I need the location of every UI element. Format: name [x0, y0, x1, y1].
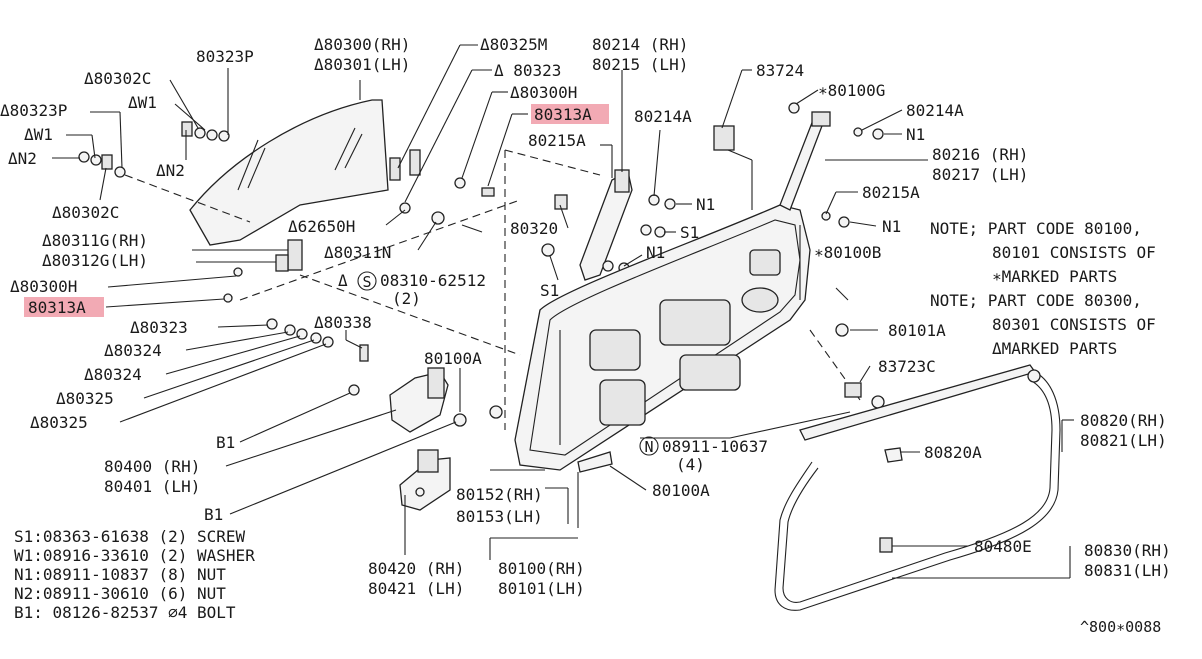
fastener-legend: S1:08363-61638 (2) SCREW W1:08916-33610 …	[14, 527, 255, 622]
legend-s1: S1:08363-61638 (2) SCREW	[14, 527, 246, 546]
label-80325-a[interactable]: Δ80325	[56, 389, 114, 408]
label-83724[interactable]: 83724	[756, 61, 804, 80]
door-shell[interactable]	[514, 204, 811, 471]
label-B1-low[interactable]: B1	[204, 505, 223, 524]
legend-w1: W1:08916-33610 (2) WASHER	[14, 546, 255, 565]
note-line-5: 80301 CONSISTS OF	[992, 315, 1156, 334]
label-80100A-low[interactable]: 80100A	[652, 481, 710, 500]
label-80325M[interactable]: Δ80325M	[480, 35, 547, 54]
label-80300H-left[interactable]: Δ80300H	[10, 277, 77, 296]
highlight-80313A-left	[24, 297, 104, 317]
label-80153-lh[interactable]: 80153(LH)	[456, 507, 543, 526]
label-80480E[interactable]: 80480E	[974, 537, 1032, 556]
label-N1-mid[interactable]: N1	[696, 195, 715, 214]
label-S1-right[interactable]: S1	[680, 223, 699, 242]
label-80338[interactable]: Δ80338	[314, 313, 372, 332]
label-80100G[interactable]: ∗80100G	[818, 81, 885, 100]
label-N1-right1[interactable]: N1	[906, 125, 925, 144]
circled-s-symbol	[357, 271, 377, 291]
legend-n1: N1:08911-10837 (8) NUT	[14, 565, 226, 584]
label-80313A-left[interactable]: 80313A	[28, 298, 86, 317]
label-83723C[interactable]: 83723C	[878, 357, 936, 376]
circled-n-letter: N	[644, 438, 653, 456]
label-80215A-right[interactable]: 80215A	[862, 183, 920, 202]
label-80821-lh[interactable]: 80821(LH)	[1080, 431, 1167, 450]
label-80830-rh[interactable]: 80830(RH)	[1084, 541, 1171, 560]
weatherstrip-seal[interactable]	[774, 364, 1061, 611]
label-80324-b[interactable]: Δ80324	[84, 365, 142, 384]
label-80311N[interactable]: Δ80311N	[324, 243, 391, 262]
label-80400-rh[interactable]: 80400 (RH)	[104, 457, 200, 476]
label-80325-b[interactable]: Δ80325	[30, 413, 88, 432]
label-80311G-rh[interactable]: Δ80311G(RH)	[42, 231, 148, 250]
label-N1-low[interactable]: N1	[646, 243, 665, 262]
label-80214A-right[interactable]: 80214A	[906, 101, 964, 120]
label-80100-rh[interactable]: 80100(RH)	[498, 559, 585, 578]
label-80820A[interactable]: 80820A	[924, 443, 982, 462]
footer-diagram-code: ^800∗0088	[1080, 618, 1161, 636]
label-80312G-lh[interactable]: Δ80312G(LH)	[42, 251, 148, 270]
label-80214-rh[interactable]: 80214 (RH)	[592, 35, 688, 54]
label-80302C-bot[interactable]: Δ80302C	[52, 203, 119, 222]
label-80302C-top[interactable]: Δ80302C	[84, 69, 151, 88]
leader-lines	[52, 44, 1074, 579]
label-80323P-top[interactable]: 80323P	[196, 47, 254, 66]
label-80324-a[interactable]: Δ80324	[104, 341, 162, 360]
label-W1-top[interactable]: ΔW1	[128, 93, 157, 112]
label-80313A-top[interactable]: 80313A	[534, 105, 592, 124]
door-hinges[interactable]	[348, 367, 613, 511]
label-80214A-mid[interactable]: 80214A	[634, 107, 692, 126]
label-W1-left[interactable]: ΔW1	[24, 125, 53, 144]
label-80323-top[interactable]: Δ 80323	[494, 61, 561, 80]
note-line-1: NOTE; PART CODE 80100,	[930, 219, 1142, 238]
label-80320[interactable]: 80320	[510, 219, 558, 238]
label-80101-lh[interactable]: 80101(LH)	[498, 579, 585, 598]
label-80100B[interactable]: ∗80100B	[814, 243, 881, 262]
label-80215-lh[interactable]: 80215 (LH)	[592, 55, 688, 74]
label-80831-lh[interactable]: 80831(LH)	[1084, 561, 1171, 580]
label-08911-qty: (4)	[676, 455, 705, 474]
circled-n-symbol	[639, 436, 659, 456]
label-80300H-top[interactable]: Δ80300H	[510, 83, 577, 102]
part-labels: 80323P Δ80300(RH) Δ80301(LH) Δ80325M 802…	[0, 35, 1171, 636]
label-N2-left[interactable]: ΔN2	[8, 149, 37, 168]
label-B1-mid[interactable]: B1	[216, 433, 235, 452]
label-80215A-top[interactable]: 80215A	[528, 131, 586, 150]
label-80300-rh[interactable]: Δ80300(RH)	[314, 35, 410, 54]
note-line-4: NOTE; PART CODE 80300,	[930, 291, 1142, 310]
label-08310-prefix: Δ	[338, 271, 348, 290]
label-80421-lh[interactable]: 80421 (LH)	[368, 579, 464, 598]
label-80217-lh[interactable]: 80217 (LH)	[932, 165, 1028, 184]
circled-s-letter: S	[362, 273, 371, 291]
label-80401-lh[interactable]: 80401 (LH)	[104, 477, 200, 496]
label-80323-mid[interactable]: Δ80323	[130, 318, 188, 337]
label-S1-low[interactable]: S1	[540, 281, 559, 300]
legend-b1: B1: 08126-82537 ⌀4 BOLT	[14, 603, 236, 622]
label-62650H[interactable]: Δ62650H	[288, 217, 355, 236]
label-08310-qty: (2)	[392, 289, 421, 308]
label-08911-10637[interactable]: 08911-10637	[662, 437, 768, 456]
note-line-6: ΔMARKED PARTS	[992, 339, 1117, 358]
door-glass[interactable]	[189, 99, 389, 246]
label-80101A[interactable]: 80101A	[888, 321, 946, 340]
notes-block: NOTE; PART CODE 80100, 80101 CONSISTS OF…	[930, 219, 1156, 358]
label-80323P-left[interactable]: Δ80323P	[0, 101, 67, 120]
note-line-3: ∗MARKED PARTS	[992, 267, 1117, 286]
label-80420-rh[interactable]: 80420 (RH)	[368, 559, 464, 578]
label-N2-top[interactable]: ΔN2	[156, 161, 185, 180]
label-80152-rh[interactable]: 80152(RH)	[456, 485, 543, 504]
highlight-80313A-top	[531, 104, 609, 124]
label-80301-lh[interactable]: Δ80301(LH)	[314, 55, 410, 74]
label-08310-62512[interactable]: 08310-62512	[380, 271, 486, 290]
label-N1-right2[interactable]: N1	[882, 217, 901, 236]
rear-sash-parts	[489, 102, 885, 419]
label-80216-rh[interactable]: 80216 (RH)	[932, 145, 1028, 164]
legend-n2: N2:08911-30610 (6) NUT	[14, 584, 226, 603]
label-80820-rh[interactable]: 80820(RH)	[1080, 411, 1167, 430]
note-line-2: 80101 CONSISTS OF	[992, 243, 1156, 262]
label-80100A-mid[interactable]: 80100A	[424, 349, 482, 368]
